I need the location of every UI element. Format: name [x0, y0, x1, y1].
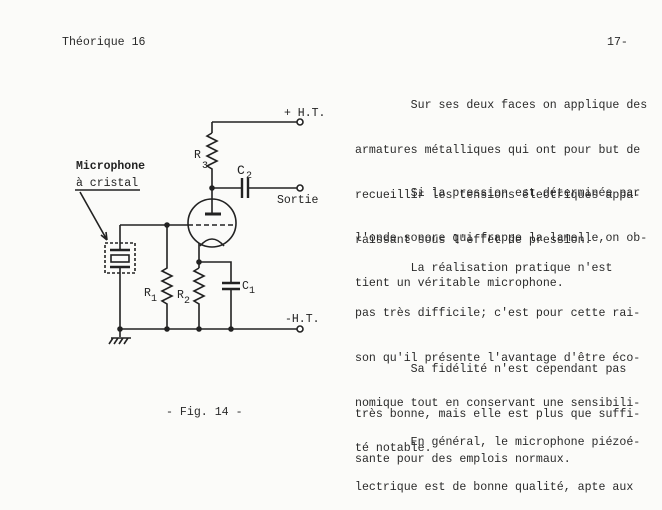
wire-grid [119, 224, 188, 243]
label-r3-sub: 3 [202, 161, 208, 172]
crystal-plates [110, 248, 130, 269]
text-line: son qu'il présente l'avantage d'être éco… [355, 352, 641, 365]
resistor-r2 [192, 267, 206, 329]
paragraph-2: Si la pression est déterminée par l'onde… [355, 156, 647, 306]
arrow-icon [79, 191, 108, 241]
text-line: recueillir les tensions électriques appa… [355, 189, 641, 202]
label-plus-ht: + H.T. [284, 107, 325, 120]
label-c1: C [242, 280, 249, 293]
label-microphone: Microphone [76, 160, 145, 173]
terminal-plus-ht [296, 118, 304, 126]
figure-caption: - Fig. 14 - [166, 406, 243, 419]
page-number: 17- [607, 36, 628, 49]
paragraph-4: Sa fidélité n'est cependant pas très bon… [355, 332, 640, 482]
label-sortie: Sortie [277, 194, 319, 207]
label-c2: C [237, 163, 245, 178]
terminal-minus-ht [296, 325, 304, 333]
label-r1-sub: 1 [151, 294, 157, 305]
text-line: Sur ses deux faces on applique des [355, 99, 648, 112]
label-r1: R [144, 287, 151, 300]
label-minus-ht: -H.T. [285, 313, 320, 326]
terminal-sortie [296, 184, 304, 192]
circuit-diagram: + H.T. -H.T. Sortie Microphone à cristal… [75, 107, 325, 345]
label-cristal: à cristal [76, 177, 138, 190]
wire-plus-ht [211, 121, 297, 133]
paragraph-3: La réalisation pratique n'est pas très d… [355, 231, 640, 471]
text-line: té notable. [355, 442, 432, 455]
text-line: très bonne, mais elle est plus que suffi… [355, 408, 641, 421]
header-left: Théorique 16 [62, 36, 146, 49]
tube-cathode [199, 238, 225, 247]
label-r2: R [177, 289, 184, 302]
vacuum-tube [187, 198, 237, 248]
text-line: pas très difficile; c'est pour cette rai… [355, 307, 641, 320]
resistor-r1 [160, 225, 174, 329]
text-line: En général, le microphone piézoé- [355, 436, 641, 449]
label-c2-sub: 2 [246, 171, 252, 182]
resistor-r3 [205, 132, 219, 188]
label-r2-sub: 2 [184, 296, 190, 307]
capacitor-c2 [240, 178, 250, 198]
ground-icon [108, 337, 131, 345]
capacitor-c1 [222, 281, 240, 291]
text-line: raissant sous l'effet de pression. [355, 234, 592, 247]
text-line: Si la pression est déterminée par [355, 187, 641, 200]
text-line: nomique tout en conservant une sensibili… [355, 397, 641, 410]
label-c1-sub: 1 [249, 286, 255, 297]
text-line: sante pour des emplois normaux. [355, 453, 571, 466]
label-r3: R [194, 149, 201, 162]
text-line: armatures métalliques qui ont pour but d… [355, 144, 641, 157]
text-line: l'onde sonore qui frappe la lamelle,on o… [355, 232, 648, 245]
text-line: La réalisation pratique n'est [355, 262, 613, 275]
text-line: tient un véritable microphone. [355, 277, 564, 290]
text-line: lectrique est de bonne qualité, apte aux [355, 481, 634, 494]
paragraph-1: Sur ses deux faces on applique des armat… [355, 68, 647, 263]
text-line: Sa fidélité n'est cependant pas [355, 363, 627, 376]
